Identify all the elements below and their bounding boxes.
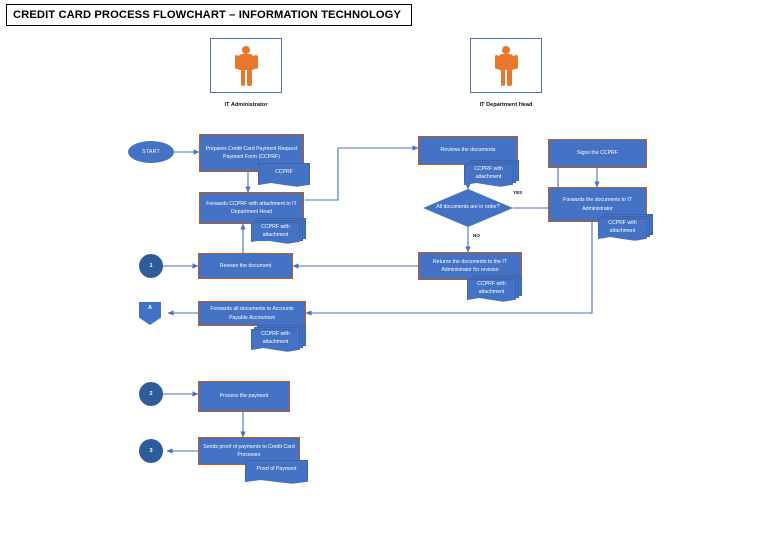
- process-prepare-ccprf[interactable]: Prepares Credit Card Payment Request Pay…: [199, 134, 304, 172]
- connector-label: 1: [149, 263, 153, 269]
- multidocument-ccprf-attachment-1[interactable]: CCPRF with attachment: [251, 218, 306, 244]
- document-label: CCPRF with attachment: [261, 223, 290, 238]
- process-label: Forwards the documents to IT Administrat…: [563, 197, 632, 212]
- actor-label: IT Administrator: [224, 102, 268, 108]
- document-label: CCPRF with attachment: [261, 330, 290, 345]
- start-terminator[interactable]: START: [128, 141, 174, 163]
- document-label: CCPRF with attachment: [477, 280, 506, 295]
- process-label: Prepares Credit Card Payment Request Pay…: [205, 145, 298, 160]
- process-revises-document[interactable]: Revises the document: [198, 253, 293, 279]
- actor-frame: [470, 38, 542, 93]
- connector-label: A: [147, 305, 153, 311]
- process-label: Sends proof of payments to Credit Card P…: [203, 443, 295, 458]
- process-label: Process the payment: [219, 393, 269, 400]
- document-label: CCPRF with attachment: [608, 219, 637, 234]
- connector-label: 3: [149, 448, 153, 454]
- multidocument-ccprf-attachment-3[interactable]: CCPRF with attachment: [598, 214, 657, 241]
- process-label: Revises the document: [219, 262, 272, 269]
- connector-2[interactable]: 2: [139, 382, 163, 406]
- document-label: Proof of Payment: [256, 466, 297, 473]
- document-ccprf[interactable]: CCPRF: [258, 163, 310, 187]
- person-icon: [493, 45, 519, 86]
- process-forwards-to-accounts-payable[interactable]: Forwards all documents to Accounts Payab…: [198, 301, 306, 326]
- document-label: CCPRF: [275, 169, 293, 176]
- multidocument-ccprf-attachment-4[interactable]: CCPRF with attachment: [467, 275, 526, 302]
- process-forwards-to-it-administrator[interactable]: Forwards the documents to IT Administrat…: [548, 187, 647, 222]
- process-process-payment[interactable]: Process the payment: [198, 381, 290, 412]
- process-label: Forwards CCPRF with attachment to IT Dep…: [206, 200, 297, 215]
- page-title: CREDIT CARD PROCESS FLOWCHART – INFORMAT…: [6, 4, 412, 26]
- multidocument-ccprf-attachment-5[interactable]: CCPRF with attachment: [251, 325, 308, 352]
- person-icon: [233, 45, 259, 86]
- document-proof-of-payment[interactable]: Proof of Payment: [245, 460, 308, 484]
- actor-frame: [210, 38, 282, 93]
- connector-3[interactable]: 3: [139, 439, 163, 463]
- edge-label-no: NO: [473, 233, 480, 238]
- page-title-text: CREDIT CARD PROCESS FLOWCHART – INFORMAT…: [13, 9, 402, 21]
- process-label: Forwards all documents to Accounts Payab…: [210, 306, 294, 321]
- edge-label-yes: YES: [513, 190, 523, 195]
- connector-label: 2: [149, 391, 153, 397]
- actor-it-administrator: IT Administrator: [210, 38, 282, 108]
- connector-1[interactable]: 1: [139, 254, 163, 278]
- decision-label: All documents are in order?: [436, 204, 500, 211]
- start-label: START: [141, 149, 161, 155]
- process-label: Returns the documents to the IT Administ…: [432, 258, 508, 273]
- actor-label: IT Department Head: [479, 102, 533, 108]
- decision-all-documents-in-order[interactable]: All documents are in order?: [423, 189, 513, 227]
- multidocument-ccprf-attachment-2[interactable]: CCPRF with attachment: [464, 160, 521, 187]
- document-label: CCPRF with attachment: [474, 165, 503, 180]
- offpage-connector-a[interactable]: A: [139, 302, 161, 325]
- process-signs-ccprf[interactable]: Signs the CCPRF: [548, 139, 647, 168]
- process-label: Signs the CCPRF: [577, 150, 618, 157]
- actor-it-department-head: IT Department Head: [470, 38, 556, 108]
- process-label: Reviews the documents: [440, 147, 496, 154]
